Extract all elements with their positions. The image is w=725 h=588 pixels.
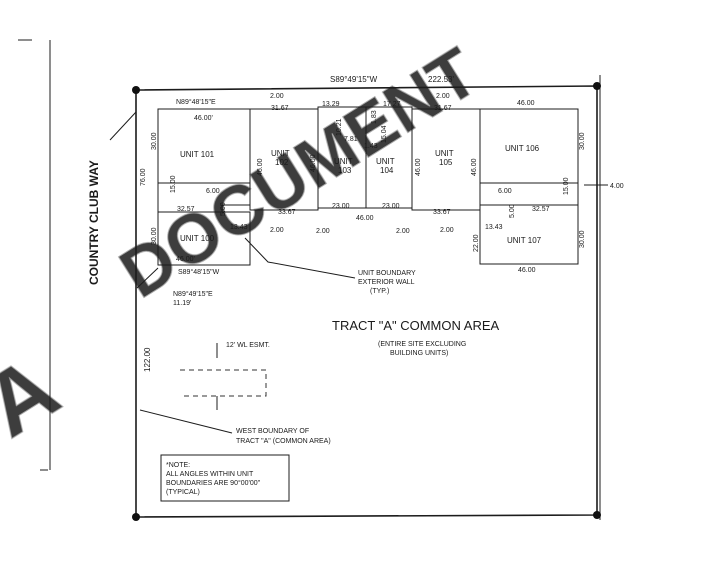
tract-title: TRACT "A" COMMON AREA: [332, 318, 500, 333]
bearing-top: N89°48'15"E: [176, 98, 216, 106]
exterior-wall-label: EXTERIOR WALL: [358, 279, 415, 286]
building-units: [157, 106, 579, 266]
dim-label: 32.57: [532, 206, 550, 213]
unit-106-outline: [479, 108, 579, 184]
bearing-tie: N89°49'15"E: [173, 290, 213, 298]
dim-label: 1.43: [364, 143, 378, 150]
dim-label: 1.83: [371, 110, 378, 124]
unit-boundary-label: UNIT BOUNDARY: [358, 270, 416, 277]
dim-label: 2.00: [440, 227, 454, 234]
property-boundary: [109, 82, 601, 521]
unit-101-label: UNIT 101: [180, 150, 215, 159]
dimension-labels: 46.00' 2.00 31.67 13.29 17.27 2.00 31.67…: [140, 93, 586, 274]
dim-label: 46.00': [176, 256, 195, 263]
dim-label: 15.00: [563, 177, 570, 195]
dim-label: 15.04: [381, 125, 388, 143]
unit-107-outline: [479, 204, 579, 265]
dim-label: 30.00: [151, 132, 158, 150]
unit-107-label: UNIT 107: [507, 236, 542, 245]
dim-label: 6.00: [206, 188, 220, 195]
unit-100-outline: [157, 211, 251, 266]
dim-label: 76.00: [140, 168, 147, 186]
boundary-corner-nw: [132, 86, 140, 94]
dim-label: 23.00: [332, 203, 350, 210]
north-distance: 222.53': [428, 75, 454, 84]
dim-label: 2.00: [270, 227, 284, 234]
dim-label: 10.21: [336, 118, 343, 136]
dim-label: 13.43: [485, 224, 503, 231]
boundary-corner-ne: [593, 82, 601, 90]
bearing-tie-distance: 11.19': [173, 300, 191, 307]
dim-label: 30.00: [579, 132, 586, 150]
dim-label: 6.00: [498, 188, 512, 195]
east-offset: 4.00: [610, 183, 624, 190]
dim-label: 17.27: [383, 101, 401, 108]
dim-label: 2.00: [316, 228, 330, 235]
west-boundary-label-2: TRACT "A" (COMMON AREA): [236, 438, 331, 445]
dim-label: 32.57: [177, 206, 195, 213]
dim-label: 33.67: [278, 209, 296, 216]
dim-label: 46.00: [518, 267, 536, 274]
dim-label: 46.00: [415, 158, 422, 176]
bearing-bottom: S89°48'15"W: [178, 268, 220, 276]
dim-label: 46.00: [471, 158, 478, 176]
registration-marks: [18, 39, 601, 520]
dim-label: 30.00: [151, 227, 158, 245]
dim-label: 23.00: [382, 203, 400, 210]
easement: 12' WL ESMT.: [180, 342, 270, 410]
dim-label: 5.00: [220, 202, 227, 216]
west-boundary-label-1: WEST BOUNDARY OF: [236, 428, 309, 435]
west-distance: 122.00: [143, 347, 152, 372]
tract-subtitle-1: (ENTIRE SITE EXCLUDING: [378, 341, 466, 348]
note-box: *NOTE: ALL ANGLES WITHIN UNIT BOUNDARIES…: [160, 454, 290, 502]
dim-label: 31.67: [434, 105, 452, 112]
north-bearing: S89°49'15"W: [330, 75, 378, 84]
note-line-3: BOUNDARIES ARE 90°00'00": [166, 479, 261, 487]
west-boundary-callout: WEST BOUNDARY OF TRACT "A" (COMMON AREA): [139, 409, 331, 445]
typical-label: (TYP.): [370, 288, 389, 295]
road-name: COUNTRY CLUB WAY: [87, 160, 101, 285]
watermark: DOCUMENT A: [0, 32, 491, 458]
dim-label: 2.00: [270, 93, 284, 100]
dim-label: 46.00: [356, 215, 374, 222]
dim-label: 33.67: [433, 209, 451, 216]
tract-subtitle-2: BUILDING UNITS): [390, 350, 448, 357]
unit-boundary-callout: UNIT BOUNDARY EXTERIOR WALL (TYP.): [244, 237, 416, 295]
dim-label: 30.00: [579, 230, 586, 248]
unit-100-label: UNIT 100: [180, 234, 215, 243]
dim-label: 2.00: [396, 228, 410, 235]
dim-label: 13.29: [322, 101, 340, 108]
dim-label: 13.43: [230, 224, 248, 231]
note-line-1: *NOTE:: [166, 462, 190, 469]
note-line-4: (TYPICAL): [166, 489, 200, 496]
dim-label: 46.00: [257, 158, 264, 176]
dim-label: 22.00: [473, 234, 480, 252]
dim-label: 46.00: [310, 154, 317, 172]
unit-106-label: UNIT 106: [505, 144, 540, 153]
dim-label: 15.00: [170, 175, 177, 193]
dim-label: 5.00: [509, 204, 516, 218]
easement-label: 12' WL ESMT.: [226, 342, 270, 349]
dim-label: 46.00': [194, 115, 213, 122]
boundary-corner-sw: [132, 513, 140, 521]
dim-label: 2.00: [436, 93, 450, 100]
dim-label: 46.00: [517, 100, 535, 107]
dim-label: 7.81: [344, 136, 358, 143]
watermark-fragment: A: [0, 338, 76, 457]
boundary-corner-se: [593, 511, 601, 519]
dim-label: 31.67: [271, 105, 289, 112]
note-line-2: ALL ANGLES WITHIN UNIT: [166, 471, 254, 478]
